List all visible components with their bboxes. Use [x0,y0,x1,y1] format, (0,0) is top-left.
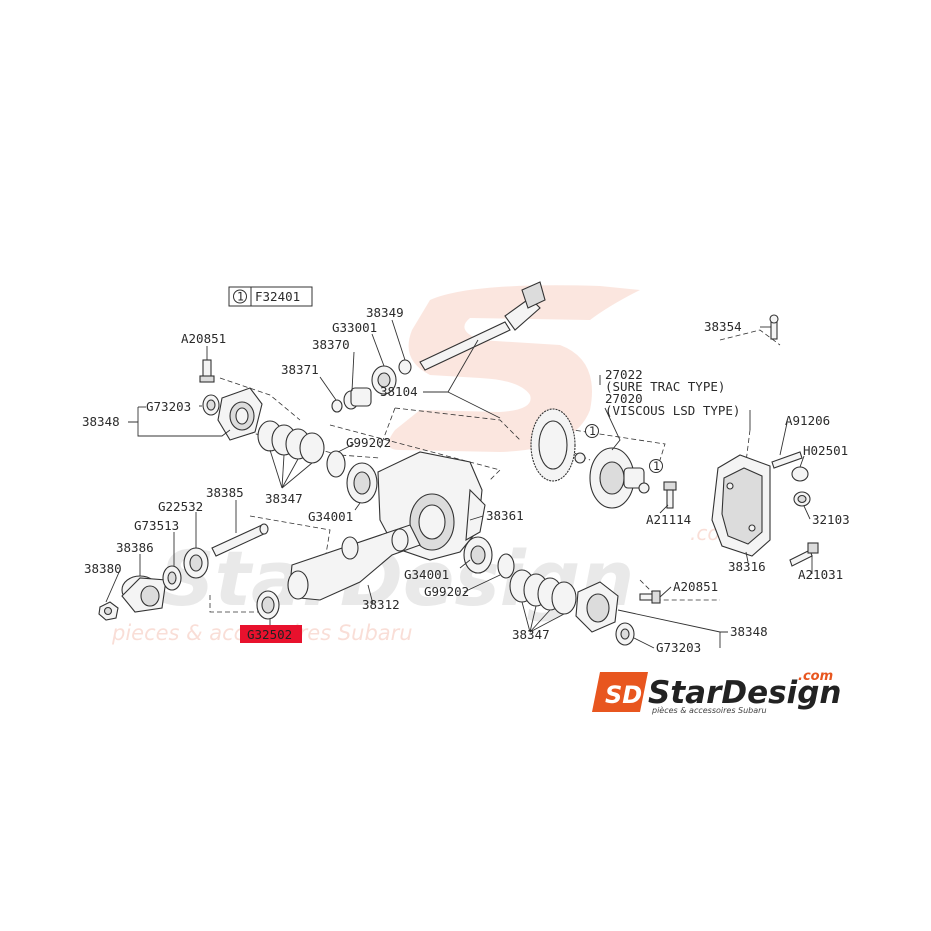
drive-pinion-shape [419,281,546,371]
bearing-g32502-shape [256,590,280,620]
part-labels: A20851 G73203 38348 38347 38371 38370 G3… [82,305,850,655]
reference-code: F32401 [255,289,300,304]
label-38316: 38316 [728,559,766,574]
label-a21031: A21031 [798,567,843,582]
label-38312: 38312 [362,597,400,612]
reference-circle-number: 1 [237,290,244,304]
callout-1b: 1 [653,459,660,473]
logo-brand: StarDesign [648,675,841,711]
label-sure-trac: (SURE TRAC TYPE) [605,379,725,394]
bearing-bottom-shape [463,536,493,574]
shims-left-shape [257,420,325,464]
bolt-a20851-left-shape [199,359,215,383]
logo-mark [592,672,648,712]
label-h02501: H02501 [803,443,848,458]
logo-tagline: pièces & accessoires Subaru [651,705,767,715]
shims-bottom-shape [509,569,577,615]
logo-mark-text: SD [605,681,642,709]
label-g99202-bottom: G99202 [424,584,469,599]
bolt-a20851-right-shape [639,590,661,604]
brand-logo: SD StarDesign .com pièces & accessoires … [592,669,841,715]
ring-gear-shape [530,408,576,482]
callout-1a: 1 [589,424,596,438]
label-38370: 38370 [312,337,350,352]
pinion-stack-shape [331,359,412,413]
o-ring-bottom-shape [497,553,515,579]
highlighted-part-badge[interactable] [240,625,302,643]
label-a20851-top: A20851 [181,331,226,346]
label-g33001: G33001 [332,320,377,335]
label-g99202-top: G99202 [346,435,391,450]
side-retainer-left-shape [217,387,263,441]
label-viscous: (VISCOUS LSD TYPE) [605,403,740,418]
label-27020: 27020 [605,391,643,406]
label-a91206: A91206 [785,413,830,428]
reference-box: 1 F32401 [228,286,313,307]
nut-shape [98,601,119,621]
plug-32103-shape [793,491,811,507]
spacer-38385-shape [211,523,269,557]
plug-h02501-shape [791,466,809,482]
label-38380: 38380 [84,561,122,576]
highlighted-part[interactable]: G32502 [240,619,302,643]
logo-domain: .com [798,669,833,684]
label-38348-right: 38348 [730,624,768,639]
label-g22532: G22532 [158,499,203,514]
side-retainer-right-shape [575,581,619,633]
bolt-a21114-shape [663,481,677,509]
highlighted-part-label[interactable]: G32502 [247,627,292,642]
label-27022: 27022 [605,367,643,382]
label-a20851-bottom: A20851 [673,579,718,594]
label-38361: 38361 [486,508,524,523]
bolt-a21031-shape [789,542,819,567]
rear-cover-shape [711,454,771,557]
crossmember-shape [287,524,421,601]
label-38354: 38354 [704,319,742,334]
label-g34001-top: G34001 [308,509,353,524]
label-g73203-right: G73203 [656,640,701,655]
label-38348-left: 38348 [82,414,120,429]
label-38386: 38386 [116,540,154,555]
label-32103: 32103 [812,512,850,527]
differential-case-shape [589,447,645,509]
parts [98,281,819,646]
bearing-top-shape [346,462,378,504]
label-38385: 38385 [206,485,244,500]
label-a21114: A21114 [646,512,691,527]
bolt-a91206-shape [771,451,803,469]
label-38104: 38104 [380,384,418,399]
callouts: 1 1 [585,424,663,473]
leader-lines [105,319,813,649]
label-g73513: G73513 [134,518,179,533]
label-g34001-bottom: G34001 [404,567,449,582]
label-38347-bottom: 38347 [512,627,550,642]
label-g73203-left: G73203 [146,399,191,414]
label-38371: 38371 [281,362,319,377]
label-38349: 38349 [366,305,404,320]
breather-38354-shape [769,314,779,340]
label-38347-top: 38347 [265,491,303,506]
o-ring-top-shape [326,450,346,478]
companion-flange-shape [121,575,167,613]
